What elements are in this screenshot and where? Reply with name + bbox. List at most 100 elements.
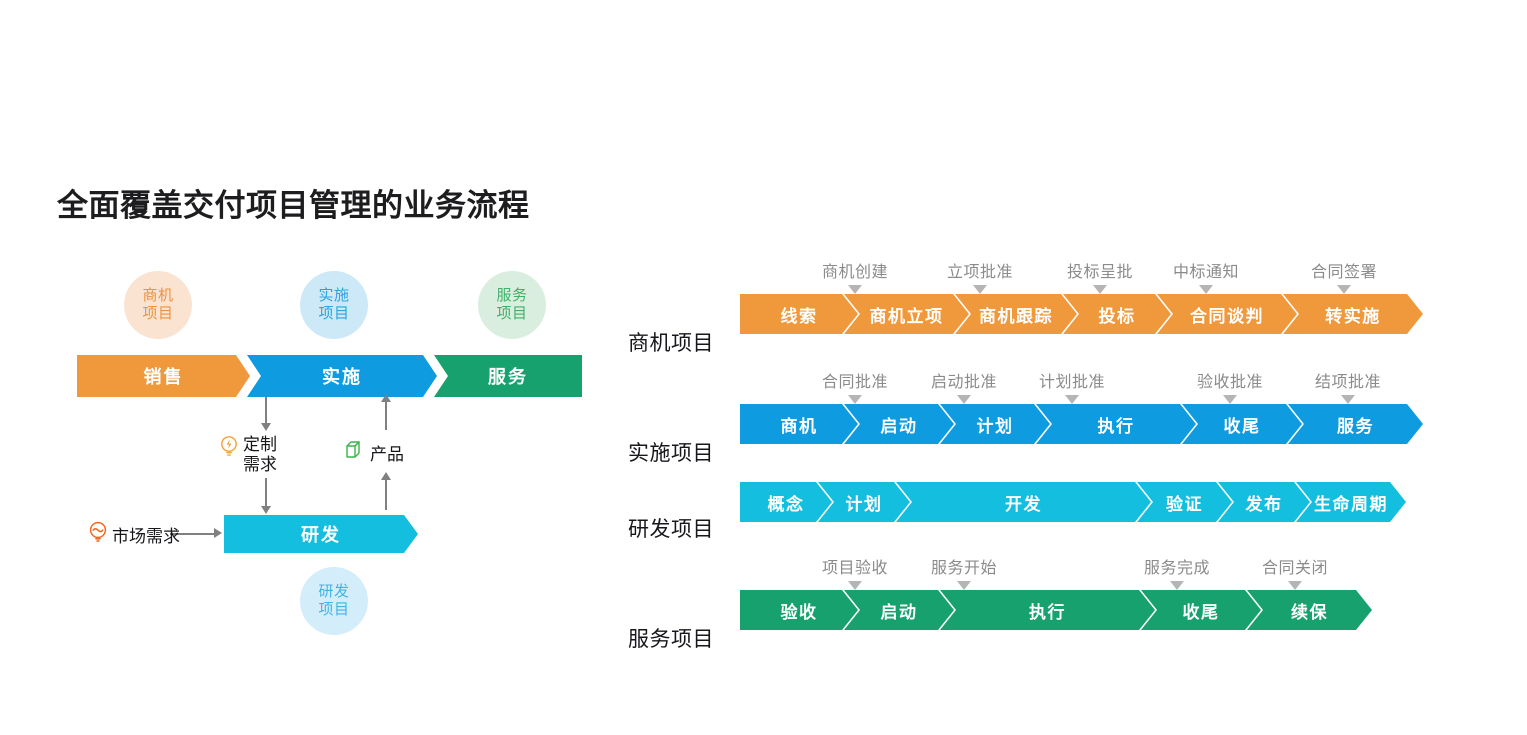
flow-marker-label: 合同批准: [821, 374, 889, 391]
annotation-market-demand: 市场需求: [88, 521, 180, 548]
flow-marker-service-0: 项目验收: [822, 554, 888, 590]
bubble-rd-line1: 研发: [318, 583, 350, 601]
connector-arrow-up-top: [381, 394, 391, 402]
flow-step-implementation-3[interactable]: 执行: [1036, 404, 1196, 444]
flow-step-rd-0[interactable]: 概念: [740, 482, 832, 522]
flow-step-opportunity-5[interactable]: 转实施: [1283, 294, 1423, 334]
bubble-service-line2: 项目: [496, 305, 528, 322]
marker-triangle-icon: [1064, 395, 1079, 404]
flow-rows: 商机项目 线索商机立项商机跟踪投标合同谈判转实施 商机创建立项批准投标呈批中标通…: [628, 232, 1458, 651]
flow-step-rd-5[interactable]: 生命周期: [1296, 482, 1406, 522]
connector-line-up-bottom: [385, 480, 387, 510]
page-title: 全面覆盖交付项目管理的业务流程: [57, 187, 530, 223]
flow-row-implementation: 实施项目 商机启动计划执行收尾服务 合同批准启动批准计划批准验收批准结项批准: [628, 342, 1458, 465]
bubble-implementation: 实施 项目: [300, 271, 368, 339]
flow-step-service-1[interactable]: 启动: [844, 590, 954, 630]
flow-track-implementation: 商机启动计划执行收尾服务: [740, 404, 1458, 444]
flow-step-opportunity-2[interactable]: 商机跟踪: [955, 294, 1077, 334]
marker-triangle-icon: [1092, 285, 1107, 294]
flow-marker-implementation-3: 验收批准: [1197, 368, 1263, 404]
marker-triangle-icon: [1336, 285, 1351, 294]
flow-marker-label: 中标通知: [1172, 264, 1240, 281]
marker-triangle-icon: [1169, 581, 1184, 590]
marker-triangle-icon: [1287, 581, 1302, 590]
flow-marker-service-1: 服务开始: [931, 554, 997, 590]
flow-step-opportunity-4[interactable]: 合同谈判: [1157, 294, 1297, 334]
connector-line-down-bottom: [265, 478, 267, 508]
flow-step-rd-3[interactable]: 验证: [1137, 482, 1232, 522]
flow-track-rd: 概念计划开发验证发布生命周期: [740, 482, 1458, 522]
flow-row-service: 服务项目 验收启动执行收尾续保 项目验收服务开始服务完成合同关闭: [628, 528, 1458, 651]
bubble-service-line1: 服务: [496, 287, 528, 305]
flow-step-service-4[interactable]: 续保: [1247, 590, 1372, 630]
flow-marker-label: 服务完成: [1143, 560, 1211, 577]
flow-step-rd-2[interactable]: 开发: [896, 482, 1151, 522]
flow-step-implementation-0[interactable]: 商机: [740, 404, 858, 444]
marker-triangle-icon: [847, 285, 862, 294]
connector-arrow-down-top: [261, 423, 271, 431]
flow-step-implementation-5[interactable]: 服务: [1288, 404, 1423, 444]
flow-marker-label: 计划批准: [1038, 374, 1106, 391]
annotation-product: 产品: [344, 440, 404, 465]
flow-marker-opportunity-3: 中标通知: [1173, 258, 1239, 294]
bubble-sales: 商机 项目: [124, 271, 192, 339]
phase-implementation: 实施: [247, 355, 437, 397]
bubble-sales-line2: 项目: [142, 305, 174, 322]
rd-chevron: 研发: [224, 515, 418, 553]
flow-row-rd: 研发项目 概念计划开发验证发布生命周期: [628, 452, 1458, 541]
flow-track-service: 验收启动执行收尾续保: [740, 590, 1458, 630]
connector-arrow-up-bottom: [381, 472, 391, 480]
flow-step-service-0[interactable]: 验收: [740, 590, 858, 630]
left-overview-diagram: 商机 项目 实施 项目 服务 项目 研发 项目 销售 实施 服务: [0, 240, 620, 660]
flow-step-implementation-1[interactable]: 启动: [844, 404, 954, 444]
bubble-implementation-line2: 项目: [318, 305, 350, 322]
flow-step-opportunity-1[interactable]: 商机立项: [844, 294, 969, 334]
flow-marker-label: 结项批准: [1314, 374, 1382, 391]
flow-marker-label: 合同签署: [1310, 264, 1378, 281]
bubble-rd: 研发 项目: [300, 567, 368, 635]
cube-icon: [344, 440, 366, 465]
flow-step-implementation-2[interactable]: 计划: [940, 404, 1050, 444]
annotation-market-demand-text: 市场需求: [112, 527, 180, 546]
flow-step-opportunity-0[interactable]: 线索: [740, 294, 858, 334]
flow-marker-service-2: 服务完成: [1144, 554, 1210, 590]
flow-marker-opportunity-4: 合同签署: [1311, 258, 1377, 294]
connector-arrow-market: [214, 528, 222, 538]
lightbulb-icon: [219, 435, 239, 462]
flow-marker-label: 立项批准: [946, 264, 1014, 281]
market-demand-icon: [88, 521, 108, 548]
marker-triangle-icon: [972, 285, 987, 294]
flow-step-implementation-4[interactable]: 收尾: [1182, 404, 1302, 444]
flow-step-service-2[interactable]: 执行: [940, 590, 1155, 630]
phase-service: 服务: [434, 355, 582, 397]
flow-step-service-3[interactable]: 收尾: [1141, 590, 1261, 630]
flow-marker-label: 验收批准: [1196, 374, 1264, 391]
flow-marker-label: 项目验收: [821, 560, 889, 577]
bubble-service: 服务 项目: [478, 271, 546, 339]
flow-marker-service-3: 合同关闭: [1262, 554, 1328, 590]
flow-marker-label: 服务开始: [930, 560, 998, 577]
marker-triangle-icon: [847, 581, 862, 590]
flow-step-opportunity-3[interactable]: 投标: [1063, 294, 1171, 334]
marker-triangle-icon: [956, 581, 971, 590]
flow-marker-opportunity-1: 立项批准: [947, 258, 1013, 294]
marker-triangle-icon: [956, 395, 971, 404]
flow-marker-opportunity-0: 商机创建: [822, 258, 888, 294]
flow-marker-implementation-0: 合同批准: [822, 368, 888, 404]
connector-line-market: [170, 533, 216, 535]
flow-marker-implementation-2: 计划批准: [1039, 368, 1105, 404]
bubble-rd-line2: 项目: [318, 601, 350, 618]
marker-triangle-icon: [1198, 285, 1213, 294]
flow-row-opportunity: 商机项目 线索商机立项商机跟踪投标合同谈判转实施 商机创建立项批准投标呈批中标通…: [628, 232, 1458, 355]
connector-arrow-down-bottom: [261, 506, 271, 514]
marker-triangle-icon: [1340, 395, 1355, 404]
flow-track-opportunity: 线索商机立项商机跟踪投标合同谈判转实施: [740, 294, 1458, 334]
flow-marker-implementation-4: 结项批准: [1315, 368, 1381, 404]
flow-marker-label: 启动批准: [930, 374, 998, 391]
annotation-custom-demand: 定制 需求: [219, 435, 277, 475]
connector-line-up-top: [385, 402, 387, 430]
marker-triangle-icon: [847, 395, 862, 404]
annotation-custom-demand-text: 定制 需求: [243, 435, 277, 475]
marker-triangle-icon: [1222, 395, 1237, 404]
flow-marker-label: 商机创建: [821, 264, 889, 281]
